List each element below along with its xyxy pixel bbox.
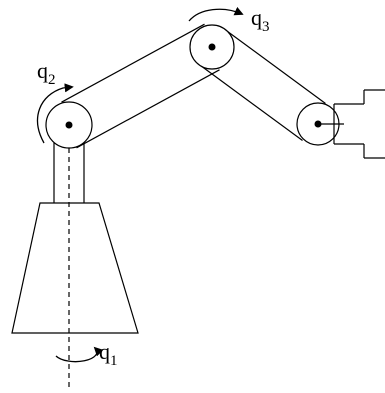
q3-rotation-arrow bbox=[188, 6, 244, 22]
q2-rotation-arrow bbox=[36, 83, 74, 144]
link-1 bbox=[61, 23, 220, 149]
link-2 bbox=[200, 28, 326, 141]
q2-label: q2 bbox=[37, 58, 56, 88]
q1-label: q1 bbox=[99, 339, 118, 369]
q3-label: q3 bbox=[251, 5, 270, 35]
q1-rotation-arrow bbox=[55, 346, 104, 363]
joint-3-disc bbox=[189, 24, 235, 70]
column bbox=[53, 140, 85, 203]
base bbox=[11, 202, 139, 334]
joint-2-disc bbox=[45, 101, 93, 149]
gripper bbox=[318, 89, 385, 159]
